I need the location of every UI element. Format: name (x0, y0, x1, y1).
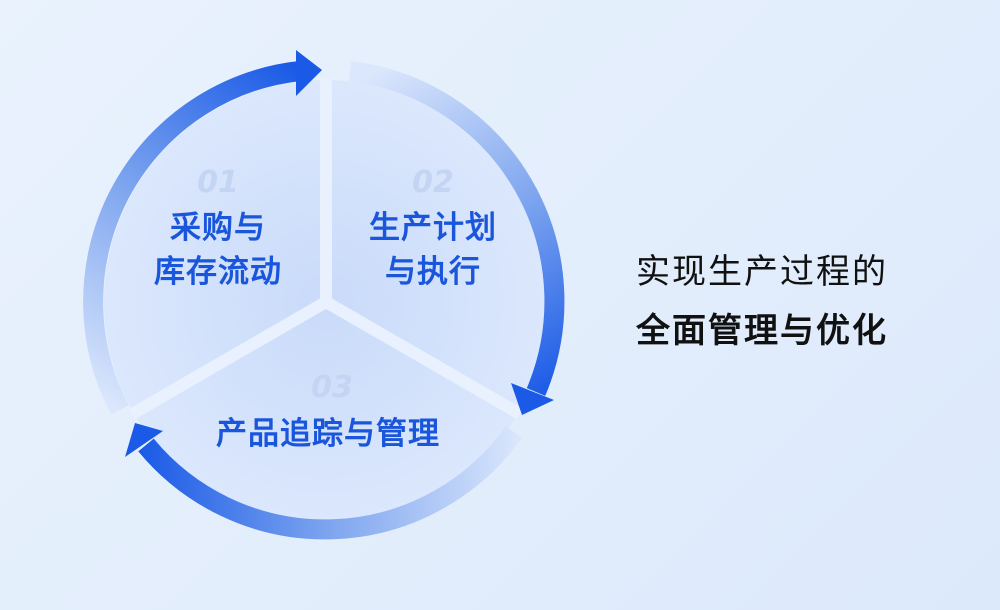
summary-line-2: 全面管理与优化 (636, 311, 888, 351)
arrow-head-3-icon (125, 423, 163, 457)
segment-2-label: 生产计划 与执行 (303, 206, 563, 294)
segment-2-label-line1: 生产计划 (369, 210, 497, 246)
arrow-arc-3 (138, 426, 523, 540)
arrow-head-1-icon (296, 50, 322, 96)
segment-1-label-line1: 采购与 (170, 210, 266, 246)
segment-1-label-line2: 库存流动 (154, 254, 282, 290)
summary-line-1: 实现生产过程的 (636, 252, 888, 292)
arrow-head-2-icon (511, 383, 554, 415)
segment-3-label: 产品追踪与管理 (216, 416, 440, 452)
segment-dividers (129, 78, 523, 420)
segment-3-number: 03 (311, 370, 353, 405)
arrow-arc-1 (83, 61, 302, 415)
segment-2-number: 02 (412, 165, 454, 200)
arrow-arc-2 (348, 61, 565, 396)
segment-2-label-line2: 与执行 (385, 254, 481, 290)
segment-1-number: 01 (197, 165, 239, 200)
segment-1-label: 采购与 库存流动 (88, 206, 348, 294)
